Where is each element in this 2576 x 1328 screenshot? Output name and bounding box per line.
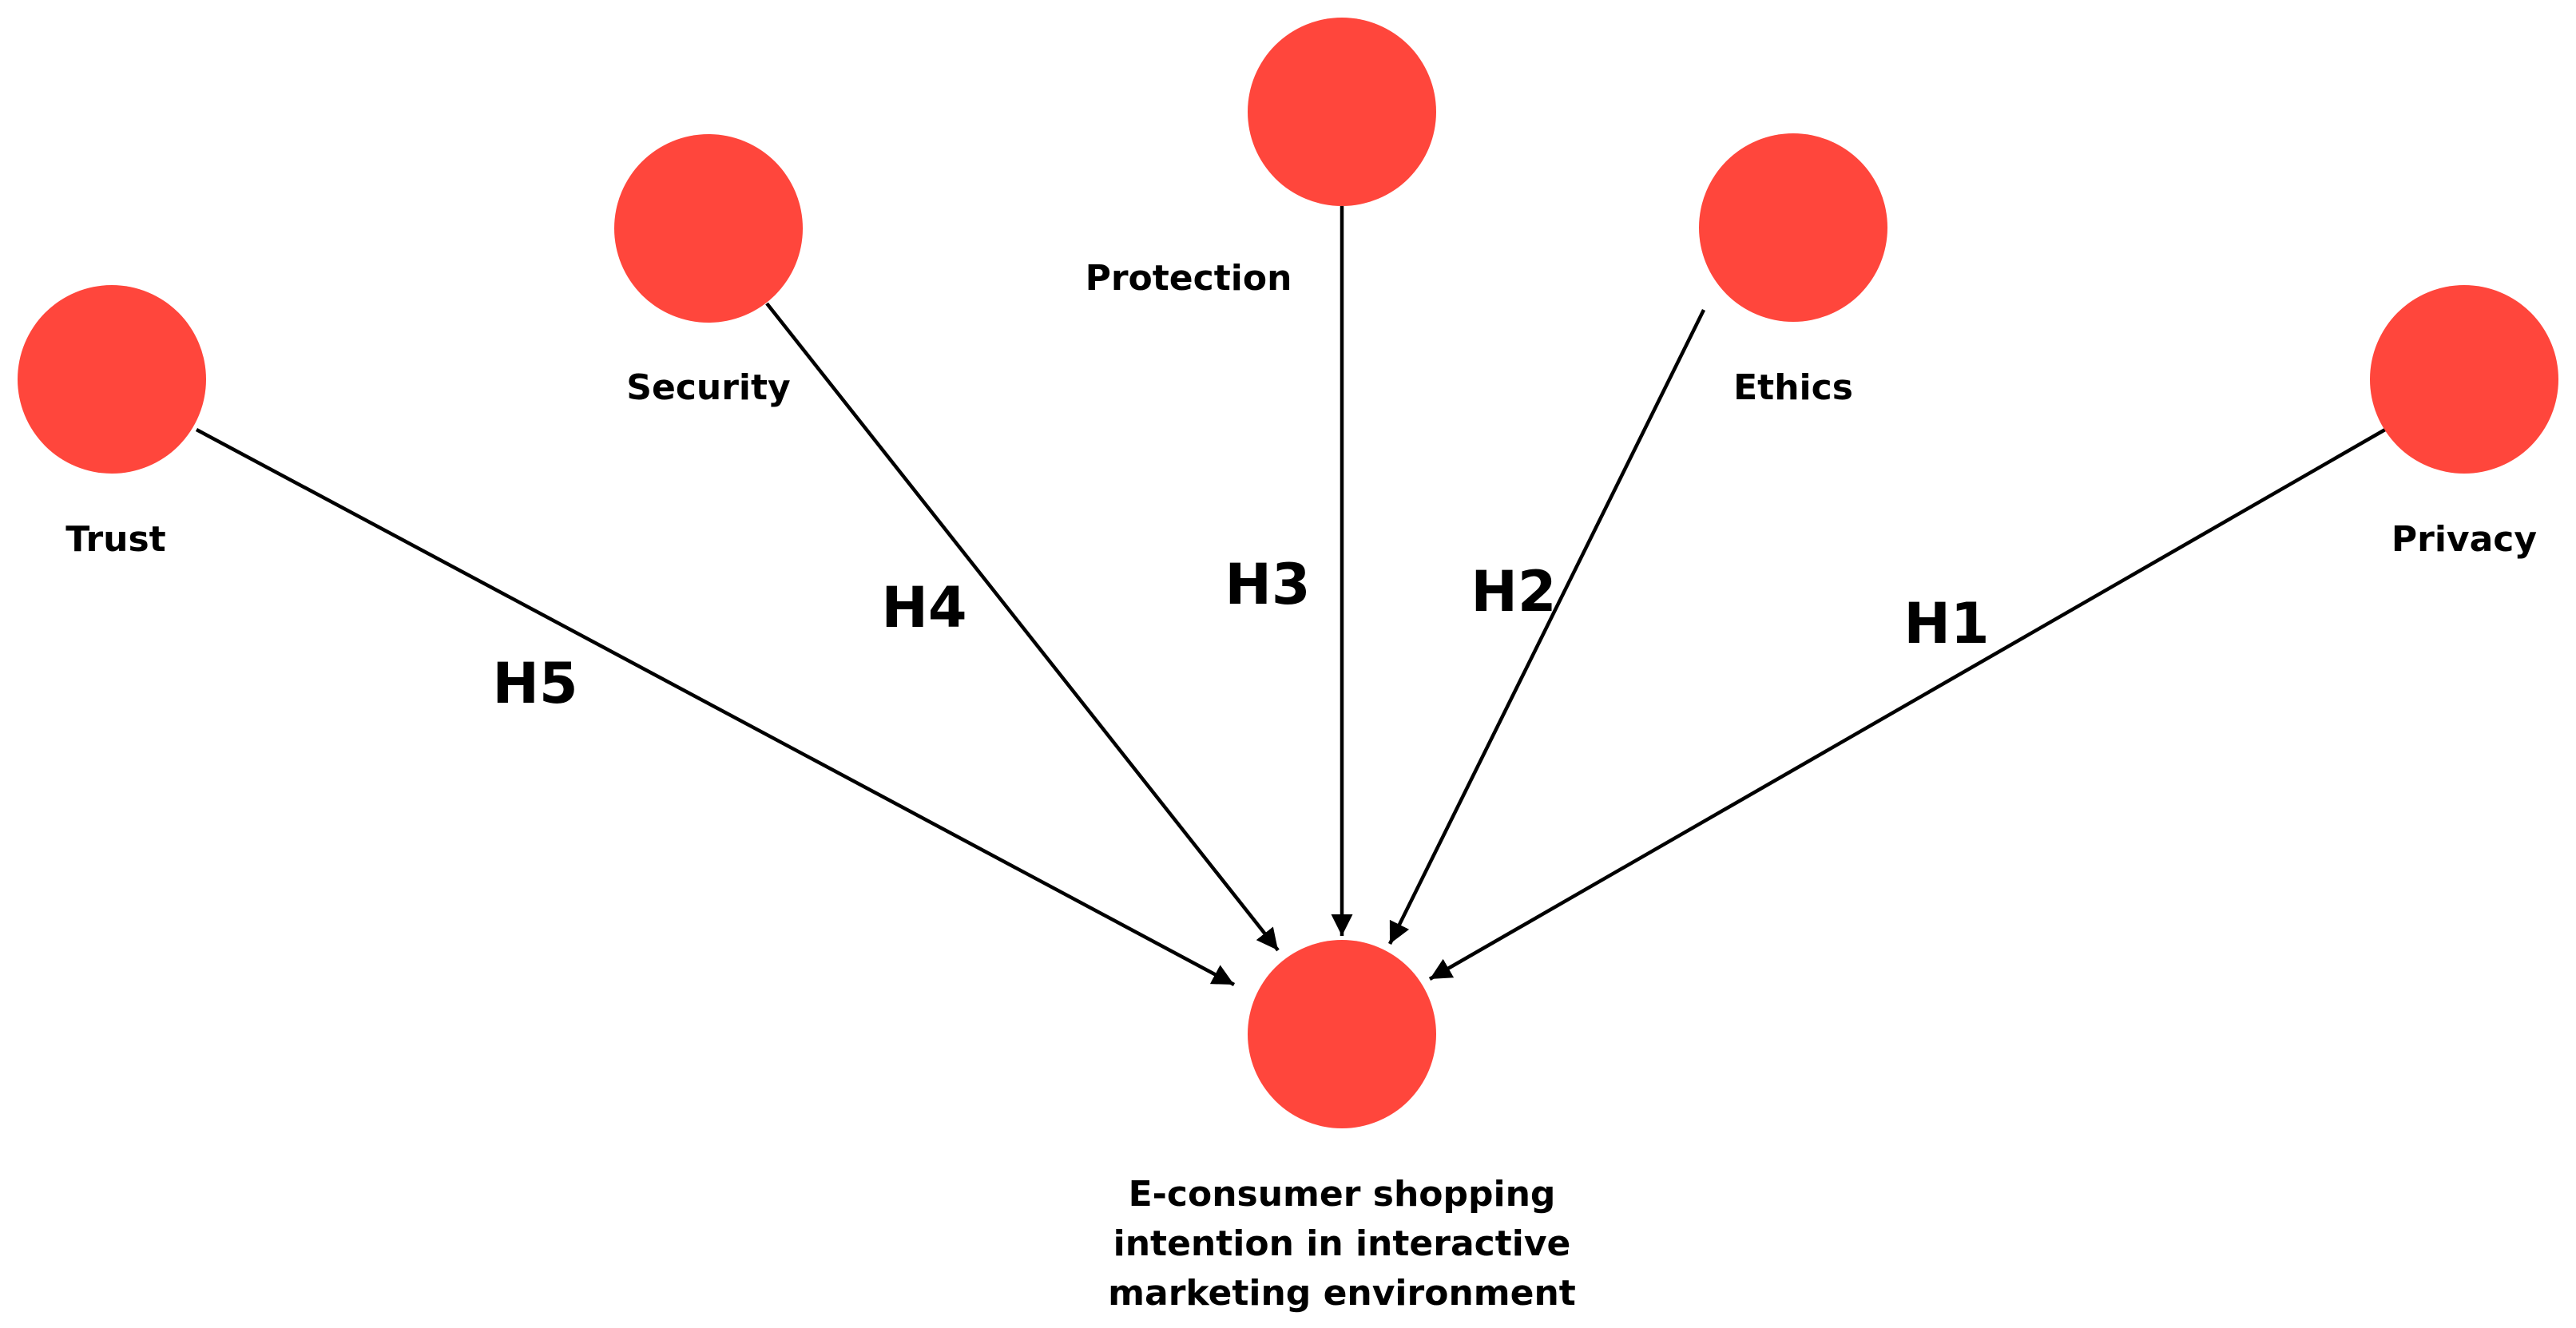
- node-label-privacy: Privacy: [2391, 519, 2537, 560]
- hypothesis-label-h2: H2: [1471, 559, 1556, 624]
- hypothesis-label-h5: H5: [492, 651, 578, 716]
- target-label-line-2: intention in interactive: [1113, 1223, 1571, 1264]
- edges: [195, 206, 2387, 986]
- node-protection: [1248, 18, 1436, 206]
- node-target: [1248, 940, 1436, 1128]
- target-label-line-3: marketing environment: [1108, 1273, 1576, 1314]
- hypothesis-label-h4: H4: [881, 575, 966, 640]
- target-label-line-1: E-consumer shopping: [1129, 1174, 1556, 1215]
- edge-trust: [195, 428, 1236, 986]
- hypothesis-labels: H5 H4 H3 H2 H1: [492, 552, 1989, 716]
- node-label-ethics: Ethics: [1733, 367, 1853, 408]
- node-privacy: [2370, 285, 2558, 474]
- edge-security: [765, 302, 1280, 952]
- target-label: E-consumer shopping intention in interac…: [1108, 1174, 1576, 1314]
- node-labels: Trust Security Protection Ethics Privacy: [65, 258, 2537, 560]
- node-label-security: Security: [626, 367, 790, 408]
- node-label-trust: Trust: [65, 519, 165, 560]
- edge-ethics: [1387, 309, 1706, 945]
- node-trust: [18, 285, 206, 474]
- hypothesis-label-h1: H1: [1903, 591, 1989, 656]
- edge-privacy: [1428, 428, 2387, 981]
- node-label-protection: Protection: [1086, 258, 1292, 299]
- node-security: [614, 134, 803, 323]
- node-ethics: [1699, 133, 1887, 322]
- nodes: [18, 18, 2558, 1128]
- hypothesis-label-h3: H3: [1224, 552, 1310, 617]
